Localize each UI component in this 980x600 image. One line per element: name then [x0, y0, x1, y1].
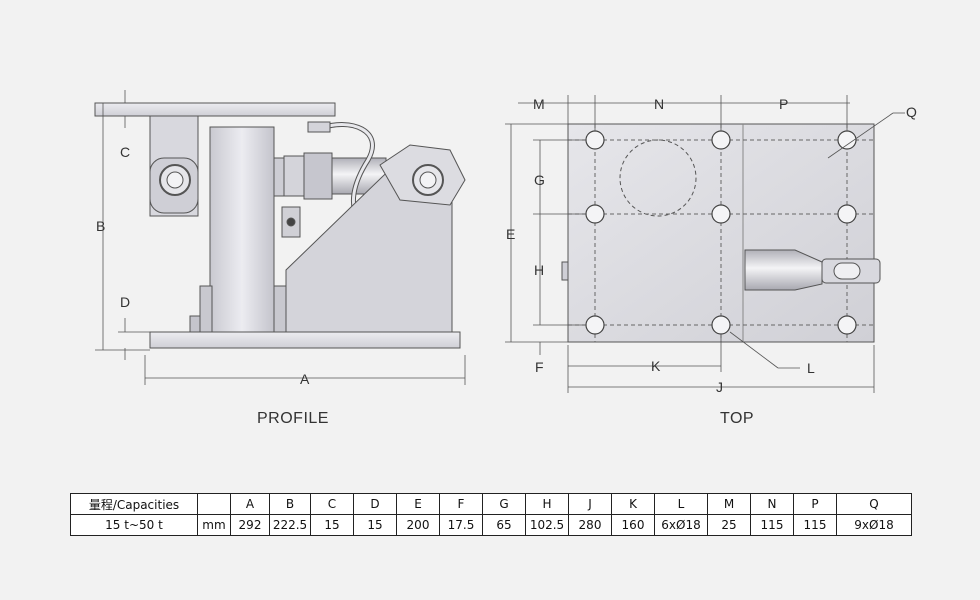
value-cell: 280 [568, 514, 612, 536]
header-cell: 量程/Capacities [70, 493, 198, 515]
header-cell: L [654, 493, 708, 515]
header-cell: G [482, 493, 526, 515]
profile-label: PROFILE [257, 410, 329, 427]
value-cell: 222.5 [269, 514, 311, 536]
dim-label-A: A [300, 371, 310, 387]
dim-label-P: P [779, 96, 788, 112]
value-cell: 9xØ18 [836, 514, 912, 536]
dim-label-D: D [120, 294, 130, 310]
value-cell: 15 t~50 t [70, 514, 198, 536]
dim-label-C: C [120, 144, 130, 160]
value-cell: 17.5 [439, 514, 483, 536]
dim-label-F: F [535, 359, 544, 375]
value-cell: 200 [396, 514, 440, 536]
value-cell: mm [197, 514, 231, 536]
header-cell: J [568, 493, 612, 515]
profile-view [94, 102, 466, 349]
spec-header-row: 量程/Capacities A B C D E F G H J K L M N … [70, 493, 912, 515]
header-cell: B [269, 493, 311, 515]
value-cell: 102.5 [525, 514, 569, 536]
value-cell: 160 [611, 514, 655, 536]
dim-label-Q: Q [906, 104, 917, 120]
profile-dimensions [95, 90, 466, 385]
sensor-body [209, 126, 275, 333]
header-cell: K [611, 493, 655, 515]
header-cell: C [310, 493, 354, 515]
header-cell: A [230, 493, 270, 515]
header-cell: H [525, 493, 569, 515]
spec-table: 量程/Capacities A B C D E F G H J K L M N … [70, 493, 912, 536]
header-cell [197, 493, 231, 515]
header-cell: F [439, 493, 483, 515]
value-cell: 15 [310, 514, 354, 536]
header-cell: Q [836, 493, 912, 515]
header-cell: M [707, 493, 751, 515]
header-cell: P [793, 493, 837, 515]
top-label: TOP [720, 410, 754, 427]
dim-label-H: H [534, 262, 544, 278]
dim-label-G: G [534, 172, 545, 188]
value-cell: 115 [750, 514, 794, 536]
base-plate [149, 331, 461, 349]
value-cell: 115 [793, 514, 837, 536]
dim-label-N: N [654, 96, 664, 112]
top-view [561, 123, 881, 343]
top-dimensions [505, 95, 905, 393]
dim-label-L: L [807, 360, 815, 376]
dim-label-E: E [506, 226, 515, 242]
value-cell: 292 [230, 514, 270, 536]
value-cell: 25 [707, 514, 751, 536]
dim-label-K: K [651, 358, 661, 374]
top-plate [94, 102, 336, 117]
value-cell: 15 [353, 514, 397, 536]
value-cell: 65 [482, 514, 526, 536]
header-cell: E [396, 493, 440, 515]
dim-label-M: M [533, 96, 545, 112]
spec-value-row: 15 t~50 t mm 292 222.5 15 15 200 17.5 65… [70, 514, 912, 536]
header-cell: N [750, 493, 794, 515]
value-cell: 6xØ18 [654, 514, 708, 536]
dim-label-B: B [96, 218, 105, 234]
dim-label-J: J [716, 379, 723, 395]
header-cell: D [353, 493, 397, 515]
